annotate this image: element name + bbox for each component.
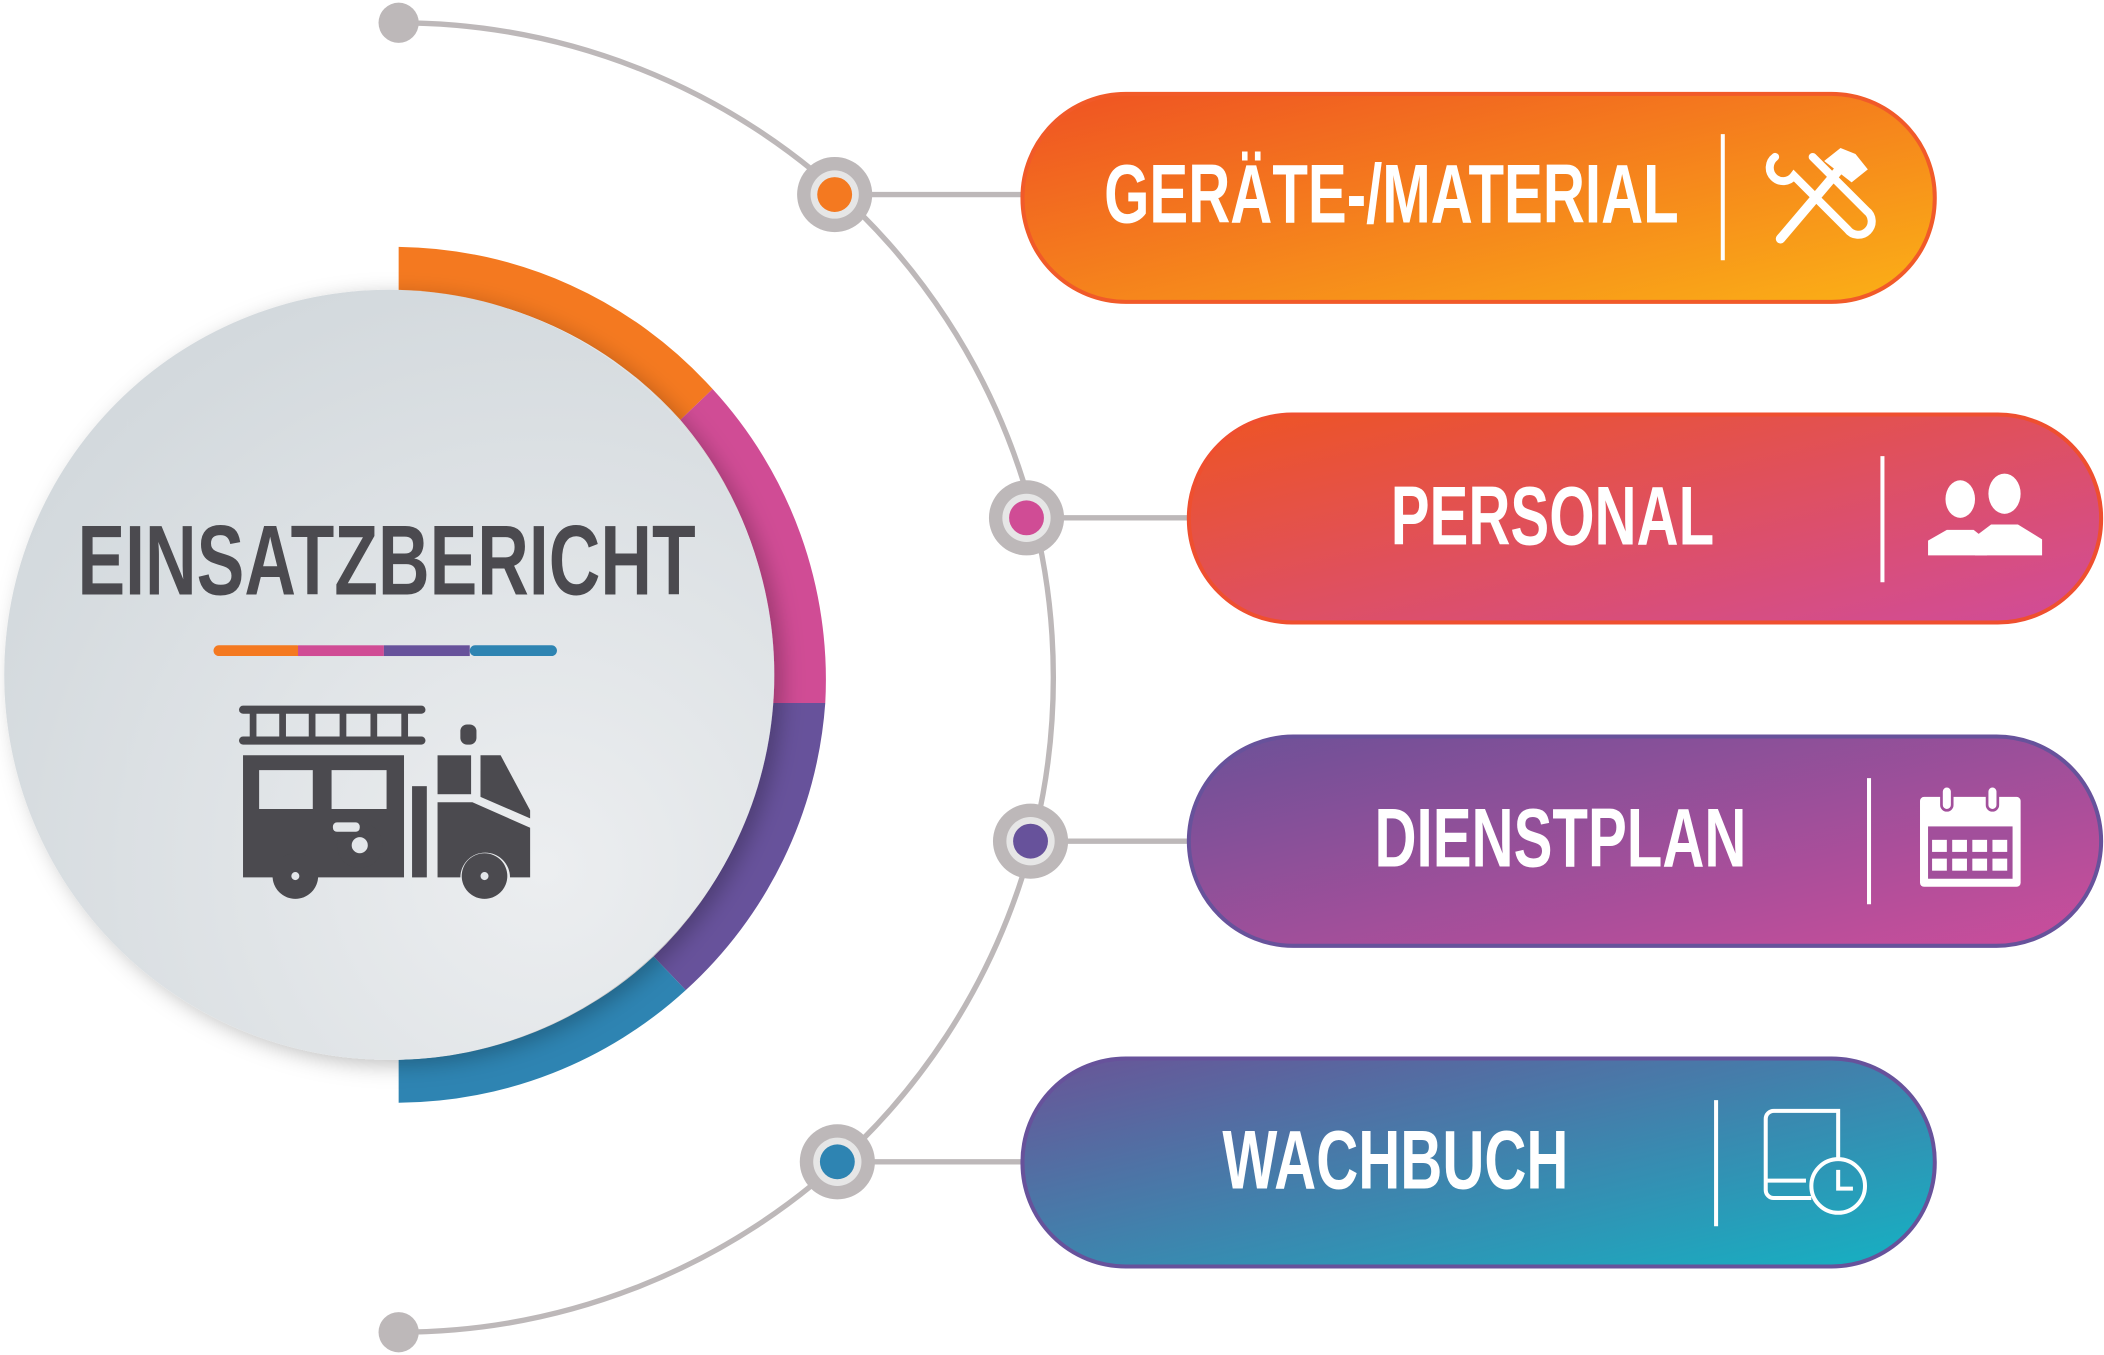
node-2: [988, 480, 1192, 556]
center-title: EINSATZBERICHT: [78, 506, 696, 616]
logbook-clock-icon: [1763, 1108, 1868, 1215]
item-dienstplan[interactable]: DIENSTPLAN: [1186, 734, 2104, 948]
connector-arc: [378, 2, 1056, 1353]
fire-truck-icon: [239, 705, 531, 899]
ring-segment-orange: [398, 246, 713, 420]
segment-ring: [398, 246, 826, 1103]
item-geraete-material[interactable]: GERÄTE-/MATERIAL: [1020, 91, 1937, 304]
people-icon: [1928, 473, 2043, 556]
arc-end-dot-bottom: [378, 1312, 419, 1353]
item-label: WACHBUCH: [1222, 1114, 1568, 1207]
ring-segment-purple: [653, 702, 826, 991]
arc-end-dot-top: [378, 2, 419, 43]
calendar-icon: [1920, 784, 2021, 887]
item-label: PERSONAL: [1391, 471, 1714, 564]
center-disc: [4, 289, 775, 1060]
ring-segment-blue: [398, 956, 686, 1103]
color-underline: [213, 645, 557, 657]
item-label: DIENSTPLAN: [1374, 793, 1746, 886]
tools-icon: [1765, 147, 1876, 244]
item-label: GERÄTE-/MATERIAL: [1104, 149, 1679, 242]
node-4: [799, 1124, 1027, 1200]
node-1: [797, 156, 1027, 233]
item-wachbuch[interactable]: WACHBUCH: [1020, 1056, 1937, 1269]
item-personal[interactable]: PERSONAL: [1186, 412, 2104, 625]
ring-segment-pink: [680, 389, 826, 703]
node-3: [992, 803, 1192, 879]
